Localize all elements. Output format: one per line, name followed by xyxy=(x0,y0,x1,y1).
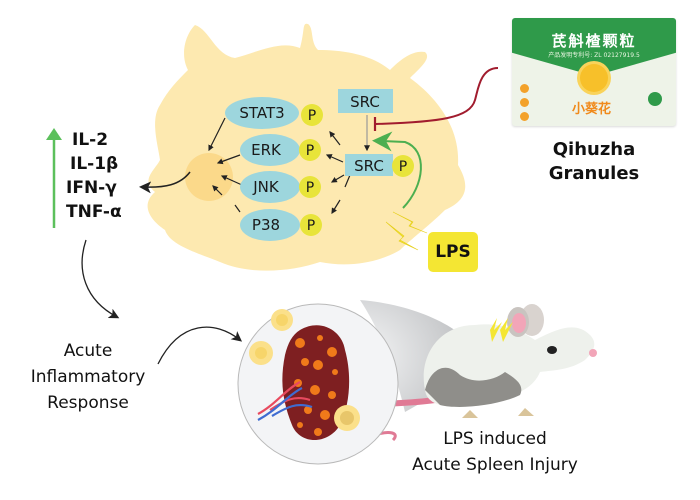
package-badge-icon xyxy=(648,92,662,106)
nucleus xyxy=(185,153,233,201)
blood-vessel-vein xyxy=(257,387,313,421)
src-inactive: SRC xyxy=(338,89,393,113)
kinase-erk-label: ERK xyxy=(251,141,282,159)
immune-cell-small xyxy=(249,309,360,431)
magnification-cone xyxy=(360,300,488,412)
phospho-badge xyxy=(300,214,322,236)
model-caption: LPS induced Acute Spleen Injury xyxy=(412,429,578,475)
upregulation-arrow-icon xyxy=(46,128,62,228)
feature-bullet-icon xyxy=(520,84,529,93)
mouse-lightning-icon xyxy=(490,318,502,342)
kinase-jnk: JNK P xyxy=(240,171,321,203)
feature-bullet-icon xyxy=(520,112,529,121)
lps-lightning-icon xyxy=(385,211,428,251)
mouse-eye xyxy=(547,346,557,354)
phospho-badge xyxy=(301,104,323,126)
src-phosphorylated: SRC P xyxy=(345,154,414,177)
kinase-p38: P38 P xyxy=(240,209,322,241)
phospho-badge xyxy=(392,155,414,177)
kinase-p38-label: P38 xyxy=(252,216,280,234)
cytokine-tnfa: TNF-α xyxy=(66,202,122,222)
svg-text:P: P xyxy=(399,159,407,175)
spleen-magnifier xyxy=(237,303,399,465)
svg-text:SRC: SRC xyxy=(350,93,380,111)
svg-text:P: P xyxy=(306,180,314,196)
lps-badge: LPS xyxy=(428,232,478,272)
lps-label: LPS xyxy=(435,242,471,262)
kinase-stat3: STAT3 P xyxy=(225,97,323,129)
drug-name: Qihuzha Granules xyxy=(548,139,640,184)
inflammatory-response-label: Acute Inflammatory Response xyxy=(30,341,146,413)
src-to-kinase-arrows xyxy=(325,115,370,215)
kinase-stat3-label: STAT3 xyxy=(239,104,284,122)
cytokine-list: IL-2 IL-1β IFN-γ TNF-α xyxy=(66,128,122,224)
cytokine-il1b: IL-1β xyxy=(70,154,119,174)
sunflower-mascot-icon xyxy=(580,64,608,92)
mouse-nose xyxy=(589,349,597,357)
phospho-badge xyxy=(299,176,321,198)
cytokine-il2: IL-2 xyxy=(72,130,109,150)
svg-text:P: P xyxy=(307,218,315,234)
package-title: 芪斛楂颗粒 xyxy=(551,32,637,50)
drug-inhibition-line xyxy=(373,67,499,131)
kinase-erk: ERK P xyxy=(240,134,321,166)
lps-activation-arrow xyxy=(372,131,422,209)
package-brand: 小葵花 xyxy=(572,102,612,117)
cytokine-release-arrow xyxy=(139,171,191,194)
feature-bullet-icon xyxy=(520,98,529,107)
svg-text:P: P xyxy=(306,143,314,159)
phospho-badge xyxy=(299,139,321,161)
kinase-jnk-label: JNK xyxy=(252,178,280,196)
blood-vessel-artery xyxy=(257,381,311,415)
drug-package-image: 芪斛楂颗粒 产品发明专利号: ZL 02127919.5 小葵花 xyxy=(512,18,676,126)
response-to-spleen-arrow xyxy=(157,326,243,365)
svg-text:P: P xyxy=(308,108,316,124)
kinase-to-nucleus-arrows xyxy=(208,117,243,213)
package-subtitle: 产品发明专利号: ZL 02127919.5 xyxy=(548,52,640,59)
cytokine-ifng: IFN-γ xyxy=(66,178,117,198)
cytokine-to-response-arrow xyxy=(81,239,120,319)
svg-text:SRC: SRC xyxy=(354,157,384,175)
